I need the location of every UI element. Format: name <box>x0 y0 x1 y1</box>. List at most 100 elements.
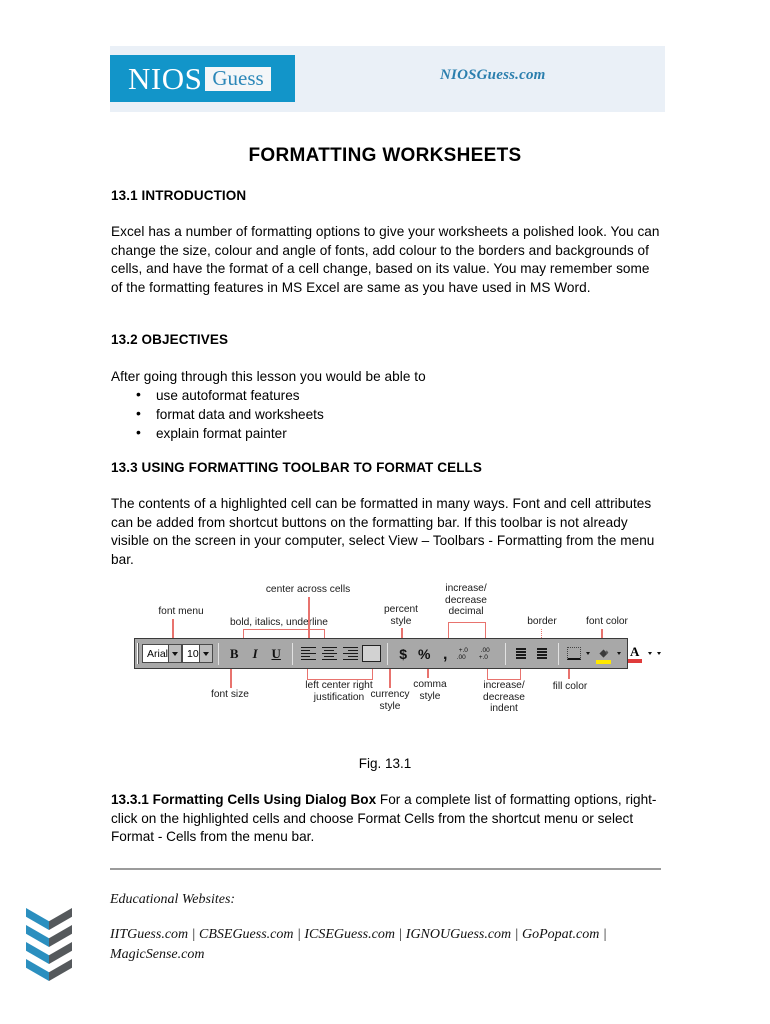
figure-caption: Fig. 13.1 <box>358 756 412 771</box>
callout-bold-italics-underline: bold, italics, underline <box>230 617 328 628</box>
chevron-down-icon[interactable] <box>198 645 212 662</box>
list-item: format data and worksheets <box>128 404 648 424</box>
paint-bucket-icon <box>599 649 609 658</box>
fill-color-dropdown-arrow[interactable] <box>615 643 624 665</box>
border-icon <box>566 647 581 660</box>
section-body-13-2: After going through this lesson you woul… <box>111 369 426 384</box>
borders-button[interactable] <box>564 643 584 665</box>
nios-guess-logo[interactable]: NIOS Guess <box>110 55 295 102</box>
increase-indent-button[interactable] <box>532 643 553 665</box>
leader-line-font-color <box>601 629 603 638</box>
leader-line-comma-style <box>427 669 429 678</box>
font-color-button[interactable]: A <box>624 643 646 665</box>
leader-brace-justification <box>307 669 373 680</box>
font-color-dropdown-arrow[interactable] <box>646 643 655 665</box>
section-heading-13-3: 13.3 USING FORMATTING TOOLBAR TO FORMAT … <box>111 460 483 475</box>
list-item: explain format painter <box>128 423 648 443</box>
align-right-button[interactable] <box>340 643 361 665</box>
callout-decimal: increase/ decrease decimal <box>429 583 503 618</box>
site-name: NIOSGuess.com <box>440 67 546 83</box>
chevron-down-icon[interactable] <box>168 645 182 662</box>
percent-style-button[interactable]: % <box>417 645 431 662</box>
callout-indent-line2: decrease <box>483 691 525 703</box>
align-left-button[interactable] <box>298 643 319 665</box>
callout-currency-style-line2: style <box>379 700 401 712</box>
callout-justification-line1: left center right <box>305 680 373 691</box>
callout-decimal-line1: increase/ <box>445 583 487 594</box>
underline-button[interactable]: U <box>271 645 281 661</box>
font-name-dropdown[interactable]: Arial <box>142 644 183 663</box>
leader-line-font-size <box>230 669 232 688</box>
page-title: FORMATTING WORKSHEETS <box>248 145 522 166</box>
decrease-indent-icon <box>516 647 527 660</box>
font-color-icon: A <box>630 644 640 659</box>
excel-formatting-toolbar[interactable]: Arial 10 B I U <box>134 638 662 669</box>
callout-decimal-line2: decrease <box>445 594 487 606</box>
bold-button[interactable]: B <box>229 645 239 661</box>
borders-dropdown-arrow[interactable] <box>584 643 593 665</box>
logo-text-nios: NIOS <box>128 61 203 96</box>
font-size-value: 10 <box>187 647 199 660</box>
comma-style-button[interactable]: , <box>442 645 448 663</box>
increase-decimal-icon-bottom: .00 <box>456 653 466 661</box>
section-body-13-1: Excel has a number of formatting options… <box>111 224 660 295</box>
fill-color-swatch <box>595 660 611 664</box>
callout-indent-line3: indent <box>490 703 518 714</box>
logo-text-guess: Guess <box>205 66 271 91</box>
leader-line-border <box>541 629 544 638</box>
callout-comma-style-line2: style <box>419 690 441 702</box>
leader-line-font-menu <box>172 619 174 638</box>
chevron-down-icon <box>26 908 72 930</box>
chevron-down-icon <box>26 925 72 947</box>
chevron-down-icon <box>26 959 72 981</box>
section-heading-13-1: 13.1 INTRODUCTION <box>111 188 247 203</box>
italic-button[interactable]: I <box>252 645 258 661</box>
callout-fill-color: fill color <box>552 681 588 692</box>
toolbar-separator <box>386 642 388 665</box>
footer-links-line2[interactable]: MagicSense.com <box>110 947 205 962</box>
educational-websites-label: Educational Websites: <box>110 892 236 907</box>
toolbar-separator <box>557 642 559 665</box>
leader-line-center-across-cells <box>308 597 310 638</box>
merge-and-center-button[interactable] <box>361 643 382 665</box>
page-header: NIOS Guess NIOSGuess.com <box>110 46 665 112</box>
section-heading-13-2: 13.2 OBJECTIVES <box>111 332 229 347</box>
increase-decimal-button[interactable]: +.0 .00 <box>456 643 478 665</box>
leader-line-currency-style <box>389 669 391 688</box>
callout-currency-style-line1: currency <box>370 689 410 700</box>
leader-line-percent-style <box>401 628 403 638</box>
callout-justification: left center right justification <box>291 680 387 703</box>
leader-brace-bold-italics-underline <box>243 629 325 639</box>
increase-decimal-icon-top: +.0 <box>458 646 468 654</box>
fill-color-button[interactable] <box>593 643 615 665</box>
font-color-swatch <box>627 659 642 663</box>
callout-comma-style-line1: comma <box>413 679 447 690</box>
align-center-button[interactable] <box>319 643 340 665</box>
decrease-decimal-icon-bottom: +.0 <box>478 653 488 661</box>
callout-border: border <box>527 616 557 627</box>
decrease-indent-button[interactable] <box>511 643 532 665</box>
callout-indent: increase/ decrease indent <box>468 680 540 715</box>
section-body-13-3: The contents of a highlighted cell can b… <box>111 496 655 567</box>
toolbar-separator <box>504 642 506 665</box>
toolbar-separator <box>217 642 219 665</box>
subsection-13-3-1: 13.3.1 Formatting Cells Using Dialog Box… <box>111 791 661 847</box>
toolbar-separator <box>291 642 293 665</box>
decrease-decimal-icon-top: .00 <box>480 646 490 654</box>
callout-percent-style-line1: percent <box>384 604 418 615</box>
increase-indent-icon <box>537 647 548 660</box>
callout-percent-style-line2: style <box>390 615 412 627</box>
chevron-down-icon <box>26 942 72 964</box>
currency-style-button[interactable]: $ <box>399 645 408 662</box>
toolbar-grip-handle[interactable] <box>137 643 139 664</box>
footer-links: IITGuess.com | CBSEGuess.com | ICSEGuess… <box>110 925 670 965</box>
toolbar-overflow-arrow[interactable] <box>655 643 664 665</box>
font-size-dropdown[interactable]: 10 <box>182 644 213 663</box>
callout-indent-line1: increase/ <box>483 680 525 691</box>
decrease-decimal-button[interactable]: .00 +.0 <box>478 643 500 665</box>
footer-links-line1[interactable]: IITGuess.com | CBSEGuess.com | ICSEGuess… <box>110 927 607 942</box>
leader-brace-decimal <box>448 622 486 639</box>
merge-and-center-icon <box>361 645 381 662</box>
callout-percent-style: percent style <box>369 604 433 627</box>
